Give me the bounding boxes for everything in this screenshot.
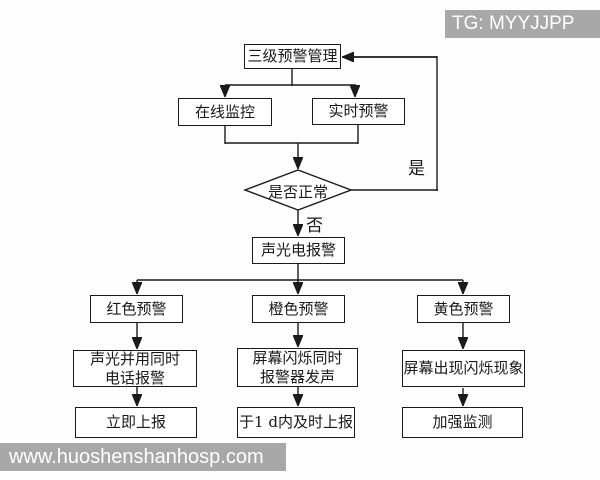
node-online-monitor: 在线监控 (178, 98, 272, 126)
node-orange-report: 于1 d内及时上报 (237, 407, 355, 438)
node-orange-warning: 橙色预警 (252, 295, 345, 323)
node-red-report: 立即上报 (75, 407, 197, 438)
node-realtime-warning: 实时预警 (312, 98, 405, 125)
node-red-warning: 红色预警 (90, 295, 183, 323)
edge-label-no: 否 (306, 216, 323, 236)
decision-diamond-shape (243, 169, 353, 211)
node-root: 三级预警管理 (244, 44, 341, 69)
node-yellow-action: 屏幕出现闪烁现象 (402, 350, 525, 387)
watermark-top-right: TG: MYYJJPP (445, 10, 600, 38)
node-red-action: 声光并用同时 电话报警 (73, 350, 197, 387)
node-orange-action: 屏幕闪烁同时 报警器发声 (237, 348, 358, 387)
edge-label-yes: 是 (408, 159, 425, 179)
connector-lines (137, 56, 463, 281)
node-yellow-warning: 黄色预警 (417, 295, 510, 323)
node-decision-label: 是否正常 (267, 183, 328, 201)
node-yellow-report: 加强监测 (402, 407, 523, 438)
node-alarm: 声光电报警 (252, 237, 345, 264)
watermark-bottom-left: www.huoshenshanhosp.com (0, 443, 286, 471)
